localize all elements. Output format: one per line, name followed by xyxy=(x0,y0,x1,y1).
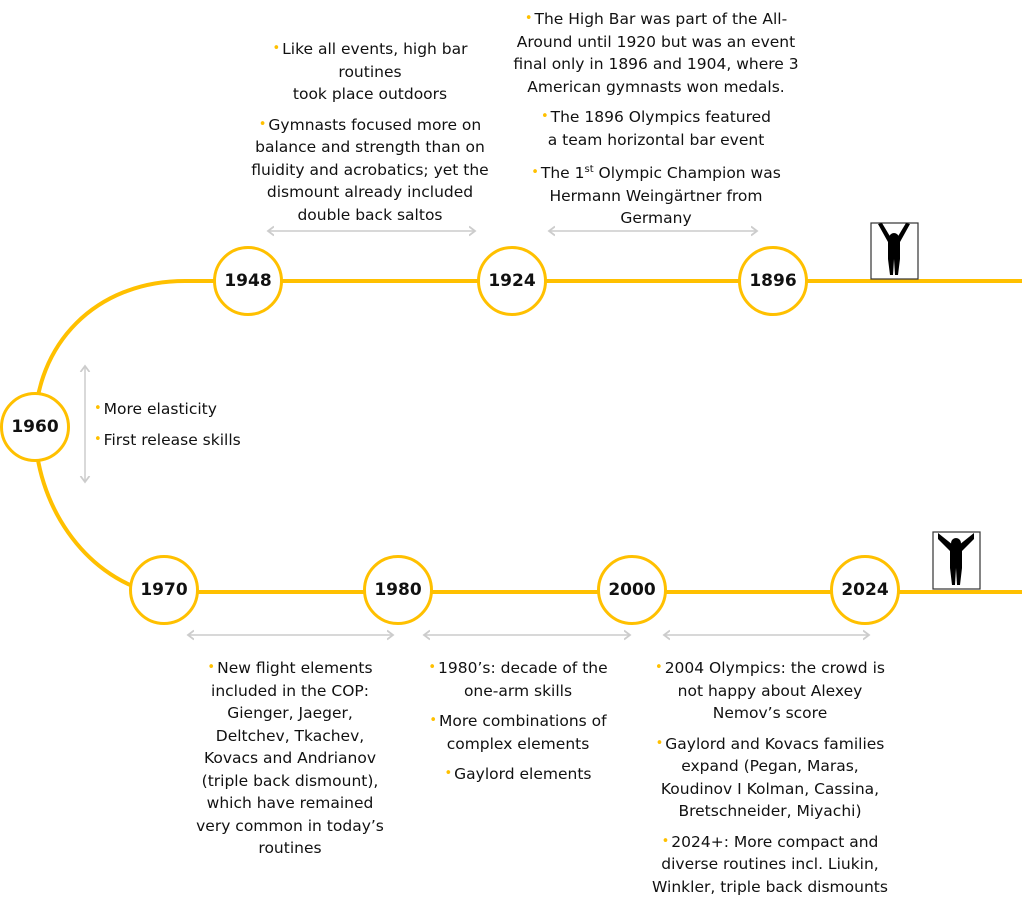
note: •New flight elements included in the COP… xyxy=(196,659,384,857)
year-node-1896: 1896 xyxy=(738,246,808,316)
year-node-2024: 2024 xyxy=(830,555,900,625)
note: •2024+: More compact and diverse routine… xyxy=(652,832,888,896)
year-node-2000: 2000 xyxy=(597,555,667,625)
note: •The 1st Olympic Champion was Hermann We… xyxy=(531,164,781,228)
notes-1924-1896: •The High Bar was part of the All- Aroun… xyxy=(496,8,816,238)
note: •The 1896 Olympics featured a team horiz… xyxy=(540,108,772,149)
note: •Gaylord and Kovacs families expand (Peg… xyxy=(655,734,885,821)
note: •2004 Olympics: the crowd is not happy a… xyxy=(655,659,885,722)
year-node-1980: 1980 xyxy=(363,555,433,625)
year-node-1970: 1970 xyxy=(129,555,199,625)
note: •Like all events, high bar routines took… xyxy=(272,40,468,103)
year-node-1960: 1960 xyxy=(0,392,70,462)
notes-1970: •New flight elements included in the COP… xyxy=(180,657,400,868)
gymnast-icon xyxy=(932,531,981,590)
note: •1980’s: decade of the one-arm skills xyxy=(428,659,608,700)
year-node-1924: 1924 xyxy=(477,246,547,316)
note: •First release skills xyxy=(94,430,241,449)
note: •More combinations of complex elements xyxy=(429,712,607,753)
gymnast-icon xyxy=(870,222,919,280)
notes-2000-2024: •2004 Olympics: the crowd is not happy a… xyxy=(645,657,895,906)
note: •More elasticity xyxy=(94,400,217,418)
note: •Gaylord elements xyxy=(444,765,592,783)
notes-1948: •Like all events, high bar routines took… xyxy=(240,38,500,234)
note: •Gymnasts focused more on balance and st… xyxy=(251,115,489,224)
year-node-1948: 1948 xyxy=(213,246,283,316)
notes-1960: •More elasticity •First release skills xyxy=(94,398,314,459)
note: •The High Bar was part of the All- Aroun… xyxy=(513,10,799,96)
notes-1980: •1980’s: decade of the one-arm skills •M… xyxy=(418,657,618,794)
